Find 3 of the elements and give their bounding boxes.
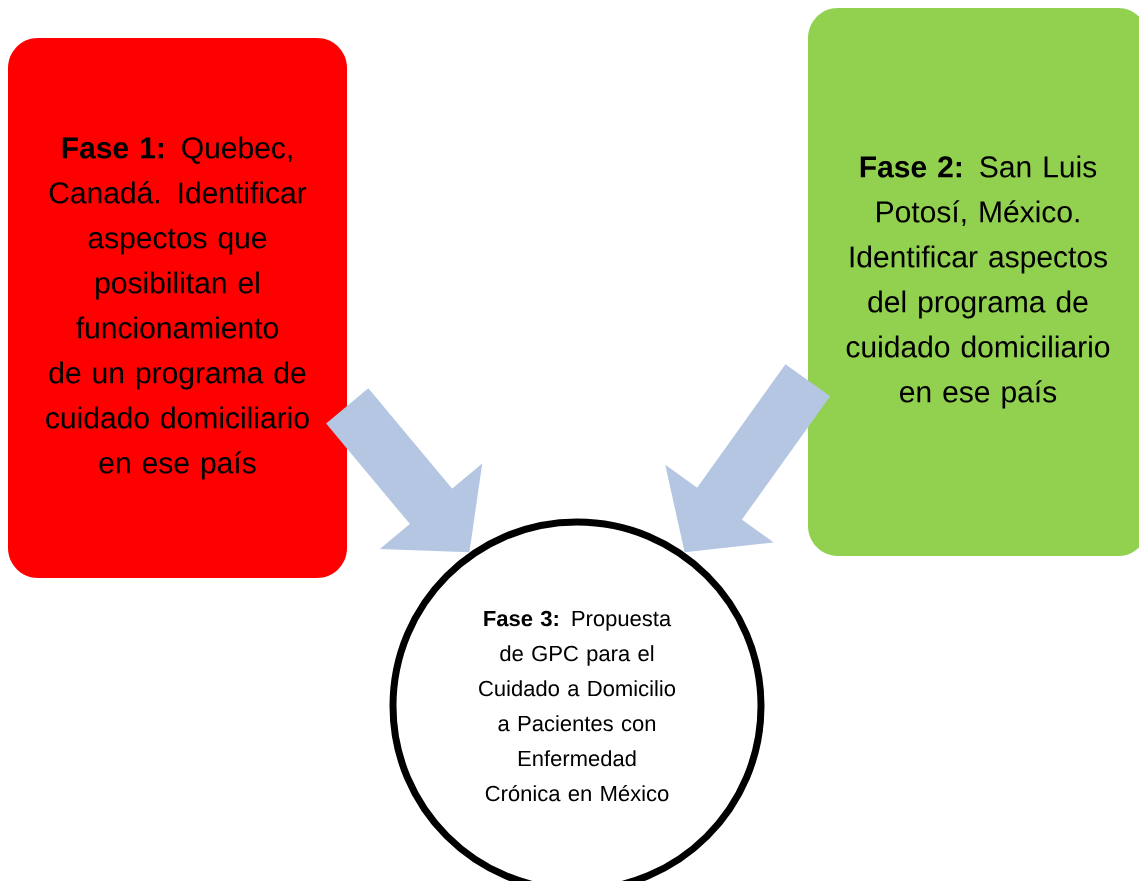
phase-box: Fase 1: Quebec, Canadá. Identificar aspectos que posibilitan el funcionamiento de un programa de cuidado domiciliario en ese país xyxy=(8,38,347,578)
phase-box: Fase 2: San Luis Potosí, México. Identificar aspectos del programa de cuidado domiciliario en ese país xyxy=(808,8,1139,556)
block-arrow xyxy=(326,388,483,553)
